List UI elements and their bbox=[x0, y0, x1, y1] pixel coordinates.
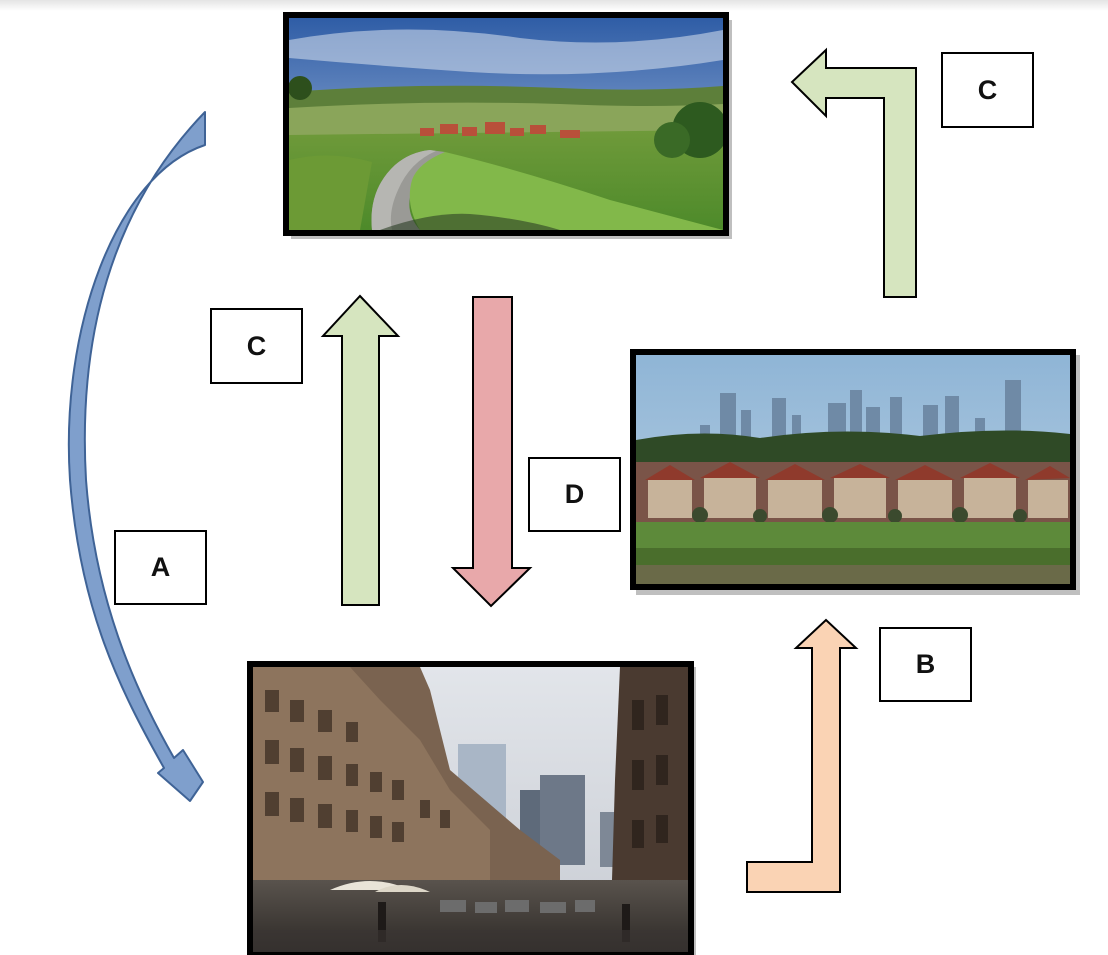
countryside-photo bbox=[283, 12, 732, 239]
label-b: B bbox=[879, 627, 972, 702]
arrow-a bbox=[67, 111, 206, 802]
arrow-d bbox=[450, 296, 533, 608]
arrow-c-vertical bbox=[320, 294, 401, 606]
label-a: A bbox=[114, 530, 207, 605]
arrow-c-top-right bbox=[790, 47, 917, 298]
top-bar bbox=[0, 0, 1108, 11]
arrow-b bbox=[746, 618, 859, 893]
label-d: D bbox=[528, 457, 621, 532]
suburb-with-skyline-photo bbox=[630, 349, 1080, 595]
city-street-photo bbox=[247, 661, 696, 955]
label-c-top-right: C bbox=[941, 52, 1034, 128]
label-c-left: C bbox=[210, 308, 303, 384]
